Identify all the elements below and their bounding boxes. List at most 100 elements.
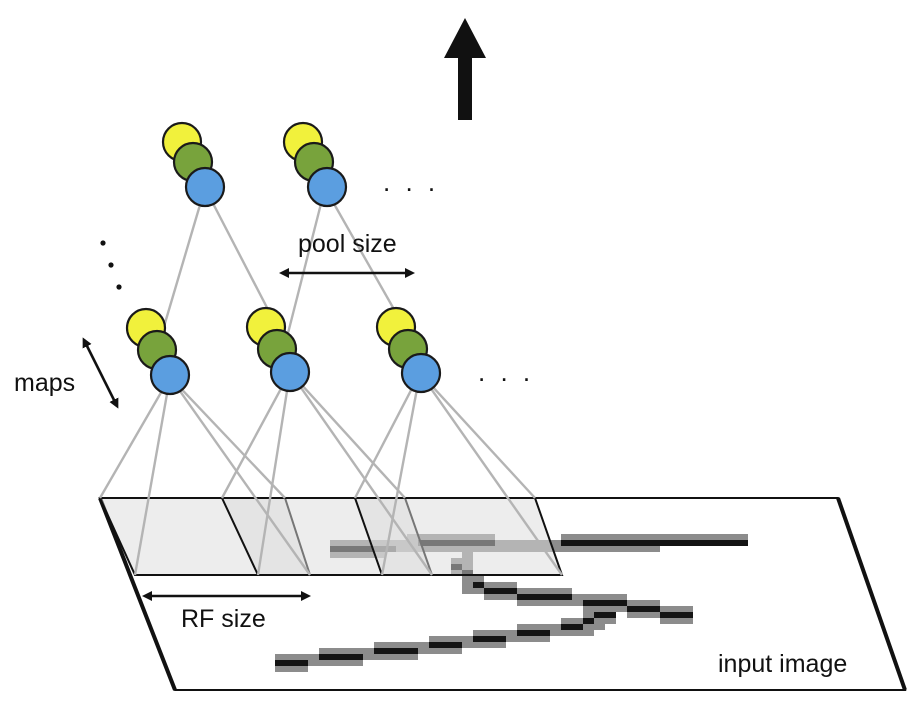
digit-pixel (550, 588, 561, 594)
digit-pixel (583, 540, 594, 546)
digit-pixel (616, 534, 627, 540)
digit-pixel (374, 654, 385, 660)
digit-pixel (341, 660, 352, 666)
digit-pixel (627, 534, 638, 540)
digit-pixel (583, 600, 594, 606)
digit-pixel (286, 660, 297, 666)
digit-pixel (682, 534, 693, 540)
digit-pixel (374, 642, 385, 648)
digit-pixel (506, 588, 517, 594)
digit-pixel (462, 636, 473, 642)
digit-pixel (308, 654, 319, 660)
digit-pixel (363, 654, 374, 660)
digit-pixel (572, 546, 583, 552)
digit-pixel (473, 576, 484, 582)
digit-pixel (605, 606, 616, 612)
digit-pixel (396, 642, 407, 648)
digit-pixel (638, 612, 649, 618)
digit-pixel (561, 624, 572, 630)
digit-pixel (737, 540, 748, 546)
digit-pixel (572, 534, 583, 540)
digit-pixel (638, 546, 649, 552)
digit-pixel (616, 540, 627, 546)
digit-pixel (594, 606, 605, 612)
node-group-l2-2 (282, 121, 348, 208)
digit-pixel (550, 546, 561, 552)
digit-pixel (627, 600, 638, 606)
digit-pixel (385, 654, 396, 660)
digit-pixel (572, 618, 583, 624)
digit-pixel (561, 546, 572, 552)
digit-pixel (484, 588, 495, 594)
receptive-field-windows (98, 497, 564, 576)
digit-pixel (407, 654, 418, 660)
node-group-l1-1 (125, 307, 191, 396)
digit-pixel (693, 534, 704, 540)
digit-pixel (583, 546, 594, 552)
digit-pixel (726, 540, 737, 546)
digit-pixel (319, 660, 330, 666)
digit-pixel (363, 648, 374, 654)
rf-size-label: RF size (181, 605, 266, 633)
digit-pixel (418, 648, 429, 654)
digit-pixel (495, 594, 506, 600)
digit-pixel (506, 582, 517, 588)
digit-pixel (528, 594, 539, 600)
digit-pixel (528, 630, 539, 636)
digit-pixel (638, 600, 649, 606)
digit-pixel (517, 594, 528, 600)
node-group-l1-2 (245, 306, 311, 393)
input-image-right-edge (836, 497, 907, 691)
digit-pixel (561, 600, 572, 606)
digit-pixel (649, 534, 660, 540)
digit-pixel (660, 618, 671, 624)
digit-pixel (561, 618, 572, 624)
digit-pixel (594, 540, 605, 546)
digit-pixel (605, 546, 616, 552)
digit-pixel (594, 618, 605, 624)
digit-pixel (341, 648, 352, 654)
digit-pixel (539, 600, 550, 606)
digit-pixel (429, 648, 440, 654)
digit-pixel (330, 654, 341, 660)
digit-pixel (682, 618, 693, 624)
digit-pixel (484, 636, 495, 642)
digit-pixel (550, 630, 561, 636)
digit-pixel (572, 624, 583, 630)
digit-pixel (297, 666, 308, 672)
digit-pixel (473, 588, 484, 594)
digit-pixel (627, 540, 638, 546)
digit-pixel (484, 594, 495, 600)
digit-pixel (330, 660, 341, 666)
digit-pixel (660, 606, 671, 612)
digit-pixel (594, 600, 605, 606)
digit-pixel (506, 636, 517, 642)
digit-pixel (308, 660, 319, 666)
digit-pixel (594, 624, 605, 630)
digit-pixel (605, 540, 616, 546)
digit-pixel (462, 642, 473, 648)
digit-pixel (495, 642, 506, 648)
digit-pixel (594, 594, 605, 600)
digit-pixel (605, 594, 616, 600)
digit-pixel (693, 540, 704, 546)
connections (98, 187, 563, 576)
digit-pixel (440, 648, 451, 654)
up-arrow-icon (444, 18, 486, 120)
digit-pixel (495, 630, 506, 636)
digit-pixel (649, 546, 660, 552)
digit-pixel (286, 654, 297, 660)
digit-pixel (495, 636, 506, 642)
digit-pixel (649, 540, 660, 546)
digit-pixel (462, 588, 473, 594)
digit-pixel (407, 642, 418, 648)
digit-pixel (616, 594, 627, 600)
digit-pixel (517, 636, 528, 642)
digit-pixel (704, 534, 715, 540)
digit-pixel (517, 630, 528, 636)
digit-pixel (451, 648, 462, 654)
digit-pixel (473, 582, 484, 588)
digit-pixel (682, 540, 693, 546)
digit-pixel (649, 612, 660, 618)
